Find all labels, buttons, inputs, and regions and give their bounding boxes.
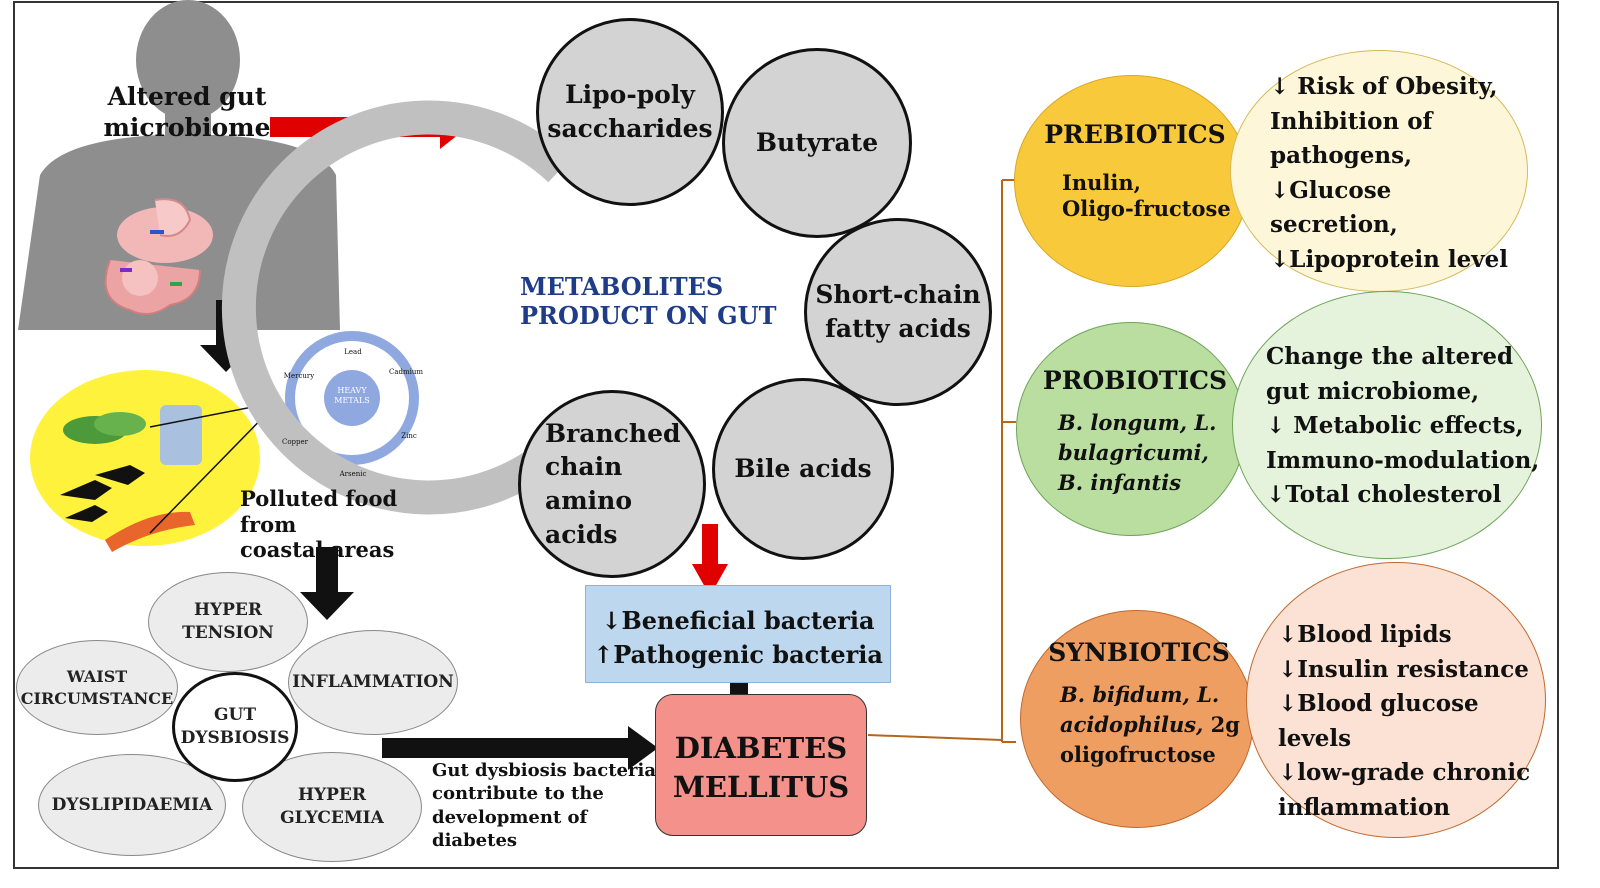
dysbiosis-note: Gut dysbiosis bacteria contribute to the…	[432, 760, 656, 852]
outer-border	[13, 1, 1559, 869]
intestine-icon	[104, 198, 213, 315]
waist-circumstance-ellipse: WAIST CIRCUMSTANCE	[16, 640, 178, 735]
probiotics-title: PROBIOTICS	[1042, 366, 1228, 395]
metabolite-ring	[221, 100, 572, 515]
bacteria-change-box: ↓Beneficial bacteria ↑Pathogenic bacteri…	[585, 585, 891, 683]
metal-copper-label: Copper	[281, 438, 309, 446]
altered-gut-label: Altered gut microbiome	[103, 82, 271, 142]
butyrate-circle: Butyrate	[722, 48, 912, 238]
food-illustration	[30, 370, 260, 552]
synbiotics-effects: ↓Blood lipids ↓Insulin resistance ↓Blood…	[1278, 621, 1531, 821]
synbiotics-title: SYNBIOTICS	[1048, 638, 1230, 667]
synbiotics-examples-italic: B. bifidum, L. acidophilus,	[1060, 682, 1220, 737]
polluted-food-label: Polluted food from coastal areas	[240, 486, 398, 563]
probiotics-examples: B. longum, L. bulagricumi, B. infantis	[1058, 410, 1217, 495]
metabolites-title: METABOLITES PRODUCT ON GUT	[520, 272, 777, 331]
prebiotics-examples: Inulin, Oligo-fructose	[1062, 170, 1231, 221]
prebiotics-effects: ↓ Risk of Obesity, Inhibition of pathoge…	[1270, 73, 1508, 273]
heavy-metals-ring	[285, 331, 419, 465]
short-chain-fatty-acids-circle: Short-chain fatty acids	[804, 218, 992, 406]
synbiotics-examples-plain: 2g oligofructose	[1060, 711, 1240, 767]
metal-arsenic-label: Arsenic	[339, 470, 367, 478]
prebiotics-effects-circle	[1230, 50, 1528, 292]
lipopolysaccharides-circle: Lipo-poly saccharides	[536, 18, 724, 206]
metal-lead-label: Lead	[344, 348, 362, 356]
food-to-dysbiosis-arrow	[300, 547, 354, 620]
branched-chain-amino-acids-circle: Branched chain amino acids	[518, 390, 706, 578]
dyslipidaemia-ellipse: DYSLIPIDAEMIA	[38, 754, 226, 856]
heavy-metals-center-label: HEAVY METALS	[334, 386, 370, 405]
hyper-tension-ellipse: HYPER TENSION	[148, 572, 308, 672]
inflammation-ellipse: INFLAMMATION	[288, 630, 458, 735]
probiotics-circle	[1016, 322, 1246, 536]
diabetes-mellitus-box: DIABETES MELLITUS	[655, 694, 867, 836]
dysbiosis-to-diabetes-arrow	[382, 726, 658, 770]
synbiotics-circle	[1020, 610, 1254, 828]
synbiotics-examples: B. bifidum, L. acidophilus, 2g oligofruc…	[1060, 680, 1240, 769]
metabolites-to-bacteria-arrow	[692, 524, 728, 596]
treatment-bracket	[867, 179, 1016, 743]
prebiotics-circle	[1014, 75, 1250, 287]
metal-cadmium-label: Cadmium	[388, 368, 424, 376]
gut-dysbiosis-ellipse: GUT DYSBIOSIS	[172, 672, 298, 782]
prebiotics-title: PREBIOTICS	[1044, 120, 1226, 149]
metal-zinc-label: Zinc	[401, 432, 417, 440]
synbiotics-effects-circle	[1246, 562, 1546, 838]
metal-mercury-label: Mercury	[283, 372, 315, 380]
probiotics-effects-circle	[1232, 291, 1542, 559]
bile-acids-circle: Bile acids	[712, 378, 894, 560]
probiotics-effects: Change the altered gut microbiome, ↓ Met…	[1266, 343, 1540, 508]
